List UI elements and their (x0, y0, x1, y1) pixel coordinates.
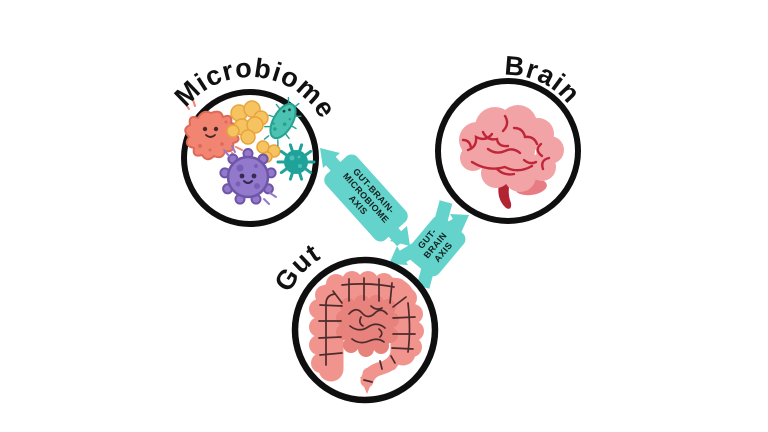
arrowhead-to-brain (450, 214, 469, 233)
arrowhead-to-gut (389, 246, 408, 265)
cocci-cluster-icon (226, 100, 281, 163)
label-pill (406, 215, 466, 277)
brain-icon (459, 105, 564, 209)
brainstem (498, 183, 512, 209)
intestines-icon (309, 271, 424, 394)
label-pill (324, 154, 408, 242)
colon-lines (318, 277, 416, 383)
arrowhead-to-junction (390, 226, 410, 246)
amoeba-icon (184, 99, 243, 161)
spiky-virus-icon (276, 143, 316, 181)
virus-icon (219, 145, 277, 205)
small-intestine (336, 295, 399, 357)
brain-sulci (461, 114, 551, 176)
bacillus-icon (263, 96, 302, 147)
gut-brain-axis-label: GUT- BRAIN AXIS (406, 215, 466, 277)
microbiome-illustration (184, 96, 316, 205)
arrowhead-to-microbiome (320, 148, 340, 168)
